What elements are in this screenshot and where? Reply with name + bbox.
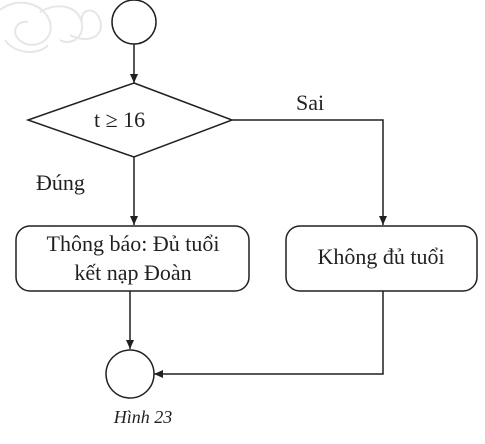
end-terminal (105, 349, 155, 399)
branch-false-label: Sai (296, 90, 325, 115)
process-true-line1: Thông báo: Đủ tuổi (46, 231, 220, 256)
process-true-line2: kết nạp Đoàn (74, 260, 192, 285)
process-false-text: Không đủ tuổi (317, 244, 445, 269)
figure-caption: Hình 23 (113, 407, 173, 427)
ornament-watermark (0, 1, 102, 53)
start-terminal (111, 0, 157, 45)
arrow-false-branch (232, 119, 387, 225)
process-false-box (285, 225, 478, 292)
branch-true-label: Đúng (36, 170, 85, 195)
arrow-false-to-end (154, 291, 384, 378)
process-true-box (15, 225, 250, 292)
decision-condition: t ≥ 16 (94, 107, 146, 132)
